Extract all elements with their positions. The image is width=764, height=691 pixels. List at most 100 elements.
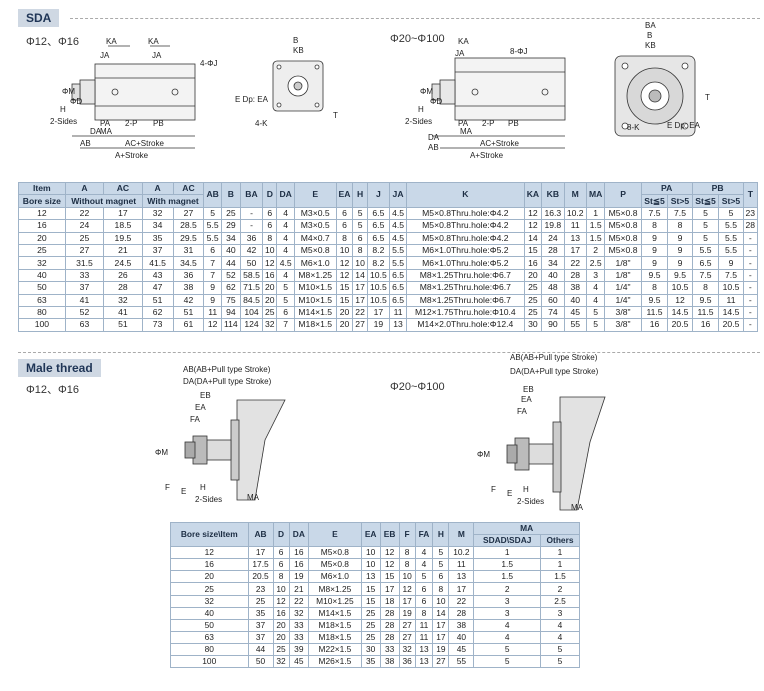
table-cell: 8 [352, 243, 368, 258]
table-cell: 6 [203, 243, 222, 258]
dim-e-dp-ea: E Dp: EA [667, 121, 701, 130]
th-ac: AC [172, 181, 205, 196]
dim-da: DA [90, 127, 102, 136]
table-cell: 25 [523, 281, 543, 295]
table-cell: 12 [272, 594, 290, 608]
dim-phim: ΦM [155, 448, 168, 457]
th-d: D [272, 521, 290, 548]
table-cell: 62 [220, 281, 241, 295]
dim-e-dp-ea: E Dp: EA [235, 95, 269, 104]
table-cell: - [742, 305, 759, 320]
table-cell: 14 [523, 231, 543, 245]
table-cell: 14.5 [718, 305, 744, 320]
table-cell: 2 [540, 582, 580, 596]
table-cell: 12 [379, 546, 400, 560]
table-cell: 32 [288, 606, 310, 620]
table-cell: 40 [170, 606, 249, 620]
table-cell: 4.5 [276, 256, 295, 270]
table-cell: 25 [360, 606, 381, 620]
table-cell: 17 [432, 630, 450, 644]
dim-ab: AB [428, 143, 439, 152]
table-cell: 40 [541, 268, 565, 283]
table-cell: 1/4" [604, 293, 642, 307]
dim-ma: MA [571, 503, 584, 512]
th-da: DA [288, 521, 310, 548]
table-cell: 11 [414, 618, 434, 632]
table-cell: 52 [64, 305, 105, 320]
table-cell: 4.5 [389, 219, 408, 233]
table-cell: 5 [540, 655, 580, 669]
table-cell: 40 [18, 268, 66, 283]
table-cell: 16.3 [541, 206, 565, 221]
series-tag: SDA [18, 9, 60, 27]
table-cell: 10.5 [366, 268, 391, 283]
table-cell: M18×1.5 [293, 318, 337, 332]
table-cell: 51 [172, 305, 205, 320]
th-d: D [262, 182, 278, 208]
table-cell: 24 [64, 219, 105, 233]
table-cell: 17 [103, 206, 143, 221]
table-cell: 7 [203, 268, 222, 283]
table-cell: 10.5 [366, 293, 391, 307]
table-cell: 5 [540, 642, 580, 657]
dim-ja-1: JA [100, 51, 110, 60]
table-cell: 17 [366, 305, 391, 320]
dim-pa: PA [100, 119, 111, 128]
table-cell: 41 [64, 293, 105, 307]
dim-ea: EA [521, 395, 532, 404]
table-cell: 6 [272, 546, 290, 560]
table-cell: 9 [667, 231, 693, 245]
table-cell: 8 [398, 558, 416, 572]
dim-e: E [181, 487, 186, 496]
th-f: F [398, 521, 416, 548]
table-cell: 5 [473, 642, 542, 657]
table-cell: - [742, 268, 759, 283]
table-cell: 16 [272, 606, 290, 620]
table-cell: 9.5 [640, 293, 669, 307]
table-cell: 28.5 [172, 219, 205, 233]
table-cell: 8.2 [366, 256, 391, 270]
table-cell: 27 [398, 630, 416, 644]
table-cell: 28 [448, 606, 475, 620]
table-cell: M5×0.8Thru.hole:Φ4.2 [406, 231, 525, 245]
table-cell: 22 [352, 305, 368, 320]
th-ab: AB [247, 521, 274, 548]
table-cell: 14 [432, 606, 450, 620]
th-p: P [604, 182, 642, 208]
table-cell: 3 [585, 268, 606, 283]
table-cell: 5 [473, 655, 542, 669]
table-cell: 63 [18, 293, 66, 307]
th-e: E [308, 521, 362, 548]
table-cell: 37 [247, 618, 274, 632]
table-cell: 4 [585, 293, 606, 307]
table-cell: 24.5 [103, 256, 143, 270]
table-cell: 4 [473, 630, 542, 644]
table-cell: 100 [18, 318, 66, 332]
table-cell: 16 [640, 318, 669, 332]
dim-8-k: 8-K [627, 123, 640, 132]
table-cell: 25 [170, 582, 249, 596]
table-cell: 40 [563, 293, 587, 307]
table-cell: 7 [276, 318, 295, 332]
table-cell: 32 [170, 594, 249, 608]
table-cell: 25 [64, 231, 105, 245]
table-cell: 4.5 [389, 231, 408, 245]
table-cell: 45 [448, 642, 475, 657]
table-cell: 33 [64, 268, 105, 283]
table-cell: M8×1.25Thru.hole:Φ6.7 [406, 268, 525, 283]
table-cell: 3/8" [604, 305, 642, 320]
table-cell: 10 [272, 582, 290, 596]
table-cell: 32 [103, 293, 143, 307]
table-cell: 17 [448, 582, 475, 596]
th-ka: KA [523, 182, 543, 208]
table-cell: - [742, 281, 759, 295]
table-cell: 19.8 [541, 219, 565, 233]
male-range-right: Φ20~Φ100 [390, 381, 445, 393]
table-cell: M18×1.5 [308, 630, 362, 644]
